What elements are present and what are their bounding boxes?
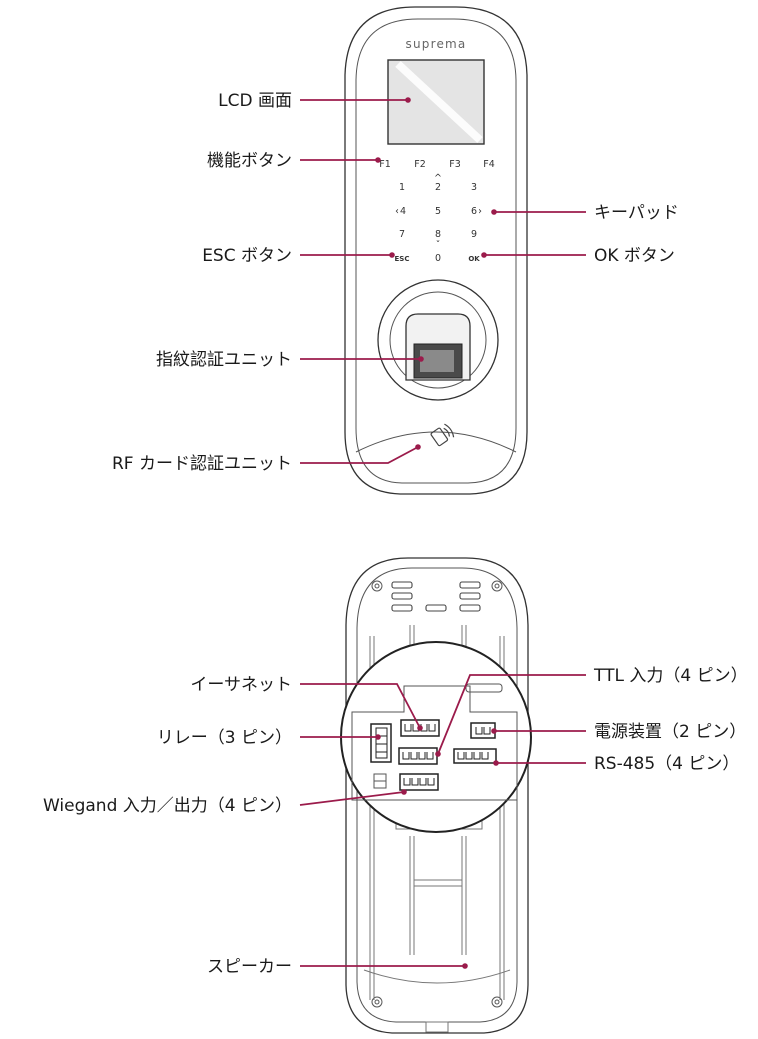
label-keypad: キーパッド bbox=[594, 203, 679, 223]
key-5[interactable]: 5 bbox=[435, 206, 441, 217]
callout-line-rf bbox=[300, 446, 419, 464]
callout-dot-power bbox=[491, 728, 497, 734]
label-rf-card: RF カード認証ユニット bbox=[112, 454, 292, 474]
label-ethernet: イーサネット bbox=[190, 675, 292, 695]
key-8[interactable]: 8 bbox=[435, 229, 441, 240]
fingerprint-glass bbox=[420, 350, 454, 372]
callout-dot-fingerprint bbox=[418, 356, 424, 362]
key-7[interactable]: 7 bbox=[399, 229, 405, 240]
label-ttl: TTL 入力（4 ピン） bbox=[593, 666, 748, 686]
label-ok-button: OK ボタン bbox=[594, 246, 675, 266]
relay-connector[interactable] bbox=[370, 723, 392, 763]
key-4[interactable]: 4 bbox=[400, 206, 406, 217]
key-0[interactable]: 0 bbox=[435, 253, 441, 264]
rf-card-icon bbox=[430, 423, 455, 447]
fingerprint-ring-inner bbox=[389, 291, 487, 389]
rear-view bbox=[299, 557, 586, 1034]
labels: LCD 画面 機能ボタン キーパッド ESC ボタン OK ボタン 指紋認証ユニ… bbox=[43, 91, 748, 977]
label-relay: リレー（3 ピン） bbox=[157, 728, 292, 748]
label-rs485: RS-485（4 ピン） bbox=[594, 754, 739, 774]
callout-dot-esc bbox=[389, 252, 395, 258]
key-f1[interactable]: F1 bbox=[379, 159, 391, 170]
callout-dot-function bbox=[375, 157, 381, 163]
key-2[interactable]: 2 bbox=[435, 182, 441, 193]
label-power: 電源装置（2 ピン） bbox=[594, 722, 746, 742]
key-f3[interactable]: F3 bbox=[449, 159, 461, 170]
key-ok[interactable]: OK bbox=[468, 255, 480, 263]
label-esc-button: ESC ボタン bbox=[202, 246, 292, 266]
wiegand-connector[interactable] bbox=[399, 773, 439, 791]
label-fingerprint: 指紋認証ユニット bbox=[156, 350, 292, 370]
callout-dot-ethernet bbox=[417, 725, 423, 731]
key-6[interactable]: 6 bbox=[471, 206, 477, 217]
callout-dot-relay bbox=[375, 734, 381, 740]
key-esc[interactable]: ESC bbox=[395, 255, 410, 263]
arrow-left-icon: ‹ bbox=[395, 206, 399, 217]
front-device-bezel bbox=[355, 18, 517, 484]
arrow-right-icon: › bbox=[478, 206, 482, 217]
key-f2[interactable]: F2 bbox=[414, 159, 426, 170]
callout-dot-ttl bbox=[435, 751, 441, 757]
pcb-outline bbox=[351, 685, 518, 801]
front-device-body bbox=[344, 6, 528, 495]
label-wiegand: Wiegand 入力／出力（4 ピン） bbox=[43, 796, 292, 816]
fingerprint-ring-outer bbox=[377, 279, 499, 401]
callout-dot-lcd bbox=[405, 97, 411, 103]
front-face-curve bbox=[355, 431, 517, 453]
rs485-connector[interactable] bbox=[453, 748, 497, 764]
brand-logo: suprema bbox=[406, 37, 467, 51]
vent-slots bbox=[391, 581, 481, 612]
key-f4[interactable]: F4 bbox=[483, 159, 495, 170]
key-9[interactable]: 9 bbox=[471, 229, 477, 240]
rear-device-inner bbox=[356, 567, 518, 1023]
callout-dot-wiegand bbox=[401, 789, 407, 795]
callout-line-ethernet bbox=[300, 683, 421, 729]
callout-dot-keypad bbox=[491, 209, 497, 215]
front-view: suprema F1 F2 F3 F4 ^ ˇ ‹ › 1 2 3 4 5 6 … bbox=[300, 6, 586, 495]
callout-dot-speaker bbox=[462, 963, 468, 969]
callout-line-ttl bbox=[437, 674, 586, 755]
pcb-top-slot bbox=[465, 683, 503, 693]
callout-dot-ok bbox=[481, 252, 487, 258]
key-3[interactable]: 3 bbox=[471, 182, 477, 193]
fingerprint-sensor[interactable] bbox=[377, 279, 499, 401]
callout-dot-rf bbox=[415, 444, 421, 450]
label-lcd: LCD 画面 bbox=[218, 91, 292, 111]
key-1[interactable]: 1 bbox=[399, 182, 405, 193]
ttl-connector[interactable] bbox=[398, 747, 438, 765]
label-speaker: スピーカー bbox=[207, 957, 292, 977]
callout-dot-rs485 bbox=[493, 760, 499, 766]
label-function-buttons: 機能ボタン bbox=[207, 151, 292, 171]
callout-line-wiegand bbox=[299, 791, 405, 806]
arrow-up-icon: ^ bbox=[434, 173, 442, 184]
screw-icon bbox=[371, 580, 503, 1008]
rear-device-body bbox=[345, 557, 529, 1034]
lcd-glare bbox=[395, 61, 483, 143]
connector-detail bbox=[340, 641, 532, 833]
arrow-down-icon: ˇ bbox=[436, 240, 441, 251]
